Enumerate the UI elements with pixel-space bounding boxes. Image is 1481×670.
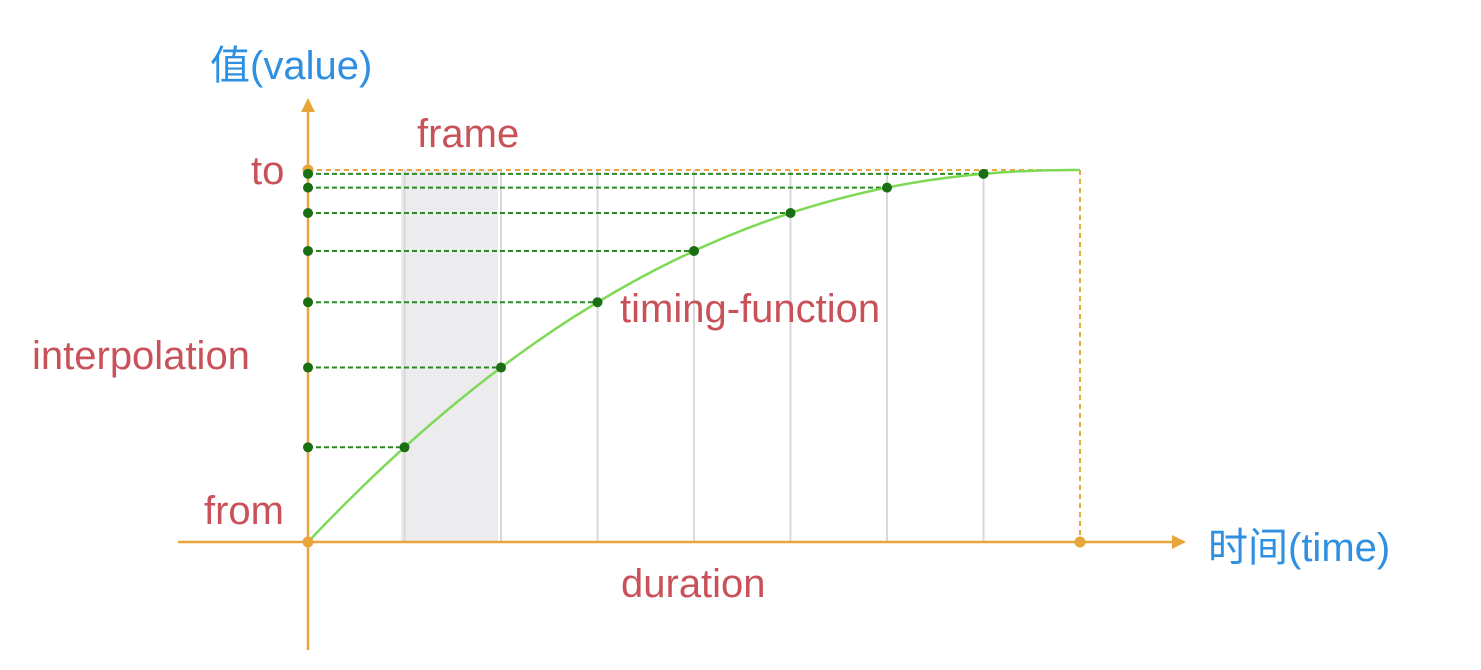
interpolated-value-point: [303, 207, 313, 218]
from-label: from: [204, 489, 284, 533]
interpolated-value-point: [303, 168, 313, 179]
origin-point: [302, 536, 314, 548]
duration-label: duration: [621, 562, 766, 606]
interpolation-guides: [308, 172, 984, 449]
frame-label: frame: [417, 112, 519, 156]
curve-sample-point: [785, 207, 796, 218]
interpolated-value-point: [303, 245, 313, 256]
timing-function-label: timing-function: [620, 287, 880, 331]
y-axis-label: 值(value): [210, 44, 372, 88]
to-label: to: [251, 149, 284, 193]
interpolated-value-point: [303, 297, 313, 308]
interpolated-value-point: [303, 182, 313, 193]
x-axis-arrow-icon: [1172, 535, 1186, 549]
interpolation-label: interpolation: [32, 334, 250, 378]
y-axis-arrow-icon: [301, 98, 315, 112]
sample-points: [303, 168, 989, 453]
curve-sample-point: [496, 362, 506, 373]
x-axis-label: 时间(time): [1208, 526, 1390, 570]
curve-sample-point: [882, 182, 892, 193]
curve-sample-point: [978, 168, 989, 179]
interpolated-value-point: [303, 362, 313, 373]
frame-grid-lines: [403, 170, 985, 542]
curve-sample-point: [689, 245, 699, 256]
frame-highlight: [401, 170, 498, 542]
curve-sample-point: [592, 297, 603, 308]
interpolated-value-point: [303, 442, 313, 453]
duration-end-point: [1074, 536, 1086, 548]
curve-sample-point: [399, 442, 410, 453]
